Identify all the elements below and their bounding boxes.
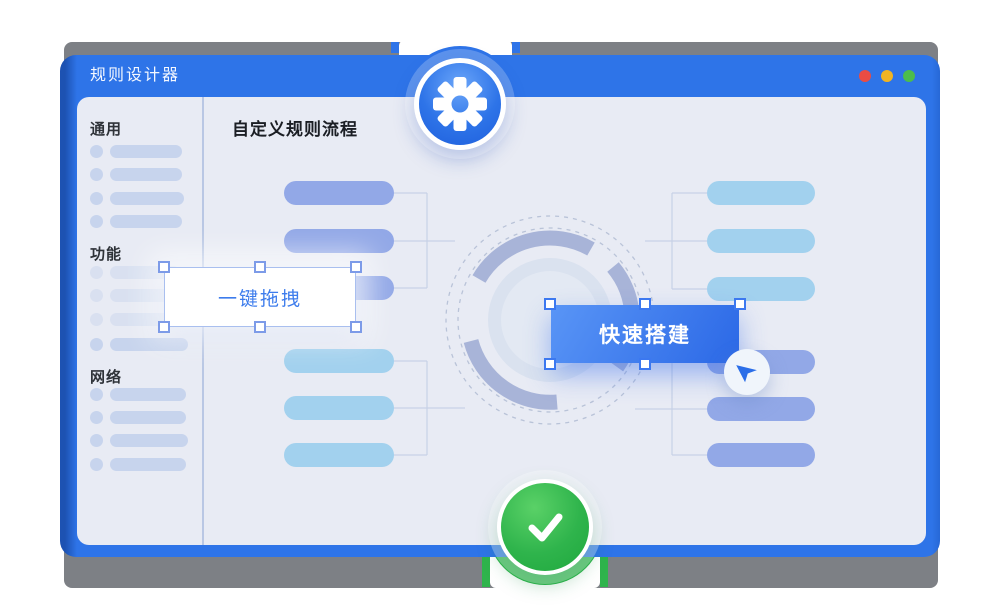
selection-handle[interactable] [158,321,170,333]
bullet-icon [90,192,103,205]
flow-node-pill[interactable] [284,443,394,467]
flow-node-pill[interactable] [284,181,394,205]
flow-node-pill[interactable] [284,396,394,420]
flow-node-pill[interactable] [284,229,394,253]
selection-handle[interactable] [158,261,170,273]
selection-handle[interactable] [350,321,362,333]
flow-node-pill[interactable] [707,397,815,421]
sidebar-item-skeleton[interactable] [90,215,182,228]
bullet-icon [90,338,103,351]
bullet-icon [90,434,103,447]
flow-node-pill[interactable] [707,443,815,467]
gear-plate-accent-left [391,42,399,53]
selection-handle[interactable] [544,298,556,310]
window-control-maximize-icon[interactable] [903,70,915,82]
sidebar-item-skeleton[interactable] [90,458,186,471]
sidebar-item-skeleton[interactable] [90,411,186,424]
sidebar-group-label-general: 通用 [90,121,123,138]
bullet-icon [90,313,103,326]
cursor-pointer-badge [724,349,770,395]
gear-button[interactable] [414,58,506,150]
sidebar-item-skeleton[interactable] [90,338,188,351]
drag-label-box[interactable]: 一键拖拽 [158,261,362,333]
build-label-text: 快速搭建 [599,324,691,347]
window-titlebar: 规则设计器 [60,55,940,97]
bullet-icon [90,145,103,158]
selection-handle[interactable] [254,321,266,333]
flow-canvas-title: 自定义规则流程 [232,120,358,139]
gear-icon [433,77,487,131]
cursor-icon [736,365,757,383]
sidebar-group-label-function: 功能 [90,246,123,263]
flow-node-pill[interactable] [284,349,394,373]
sidebar-item-skeleton[interactable] [90,168,182,181]
check-plate-accent-left [482,557,490,587]
sidebar-item-skeleton[interactable] [90,388,186,401]
sidebar-item-skeleton[interactable] [90,434,188,447]
window-controls [859,70,915,82]
bullet-icon [90,388,103,401]
sidebar-group-label-network: 网络 [90,369,123,386]
check-icon [528,513,563,542]
bullet-icon [90,168,103,181]
flow-node-pill[interactable] [707,277,815,301]
check-button[interactable] [497,479,593,575]
flow-node-pill[interactable] [707,181,815,205]
window-control-close-icon[interactable] [859,70,871,82]
sidebar-item-skeleton[interactable] [90,192,184,205]
selection-handle[interactable] [639,358,651,370]
selection-handle[interactable] [734,298,746,310]
bullet-icon [90,266,103,279]
build-label-box[interactable]: 快速搭建 [544,298,746,370]
gear-plate-accent-right [512,42,520,53]
selection-handle[interactable] [254,261,266,273]
drag-label-text: 一键拖拽 [217,288,302,310]
selection-handle[interactable] [544,358,556,370]
window-title: 规则设计器 [90,67,181,84]
selection-handle[interactable] [639,298,651,310]
selection-handle[interactable] [350,261,362,273]
sidebar-item-skeleton[interactable] [90,289,180,302]
bullet-icon [90,215,103,228]
check-plate-accent-right [600,557,608,587]
bullet-icon [90,411,103,424]
bullet-icon [90,458,103,471]
flow-node-pill[interactable] [707,229,815,253]
window-control-minimize-icon[interactable] [881,70,893,82]
sidebar-item-skeleton[interactable] [90,145,182,158]
bullet-icon [90,289,103,302]
